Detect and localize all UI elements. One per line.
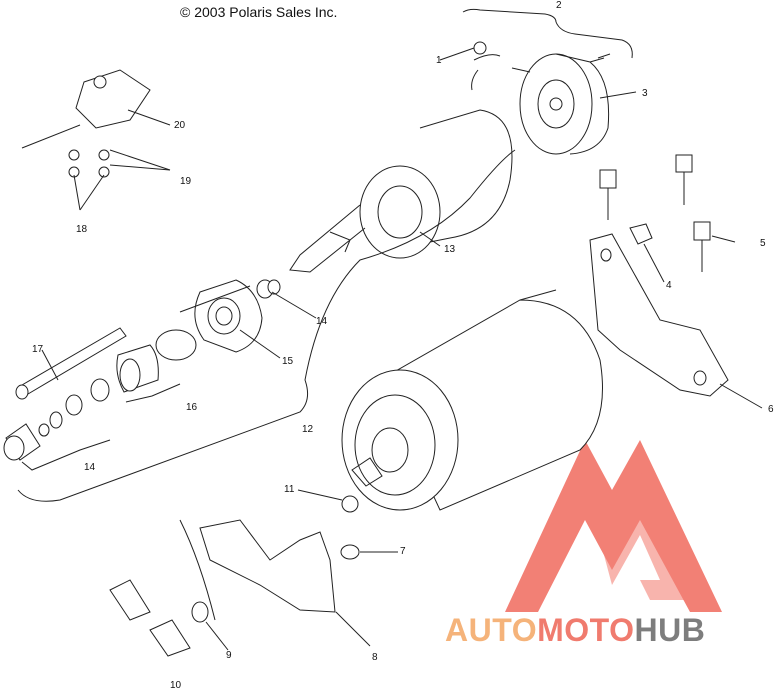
callout-20: 20 — [174, 120, 186, 131]
callout-7: 7 — [400, 546, 406, 557]
callout-1: 1 — [436, 55, 442, 66]
callout-14b: 14 — [84, 462, 96, 473]
part-spring-sleeve — [3, 378, 110, 461]
callout-18: 18 — [76, 224, 88, 235]
callout-14a: 14 — [316, 316, 328, 327]
part-end-cap — [462, 8, 633, 155]
callout-4: 4 — [666, 280, 672, 291]
leader-lines — [17, 47, 763, 651]
callout-5: 5 — [760, 238, 766, 249]
part-bolts — [599, 154, 711, 272]
part-starter-motor — [341, 289, 603, 511]
part-washers — [256, 279, 281, 299]
part-armature — [289, 109, 513, 273]
callout-10: 10 — [170, 680, 182, 690]
callout-labels: 1 2 3 4 5 6 7 8 8 9 10 11 12 13 14 14 15… — [32, 0, 774, 690]
part-drive-gear — [116, 344, 159, 393]
callout-17: 17 — [32, 344, 44, 355]
watermark-text: AUTOMOTOHUB — [445, 612, 705, 649]
callout-6: 6 — [768, 404, 774, 415]
watermark-part1: AUTO — [445, 612, 538, 648]
callout-15: 15 — [282, 356, 294, 367]
watermark-part2: MOTO — [537, 612, 635, 648]
callout-3: 3 — [642, 88, 648, 99]
part-relay — [21, 69, 151, 178]
watermark-part3: HUB — [634, 612, 706, 648]
part-mount-bracket — [589, 233, 729, 397]
watermark-logo — [505, 440, 722, 612]
callout-11: 11 — [284, 484, 295, 495]
callout-2: 2 — [556, 0, 562, 11]
part-shaft-bolt — [15, 327, 127, 400]
part-lower-bracket — [109, 495, 360, 657]
callout-19: 19 — [180, 176, 192, 187]
callout-12: 12 — [302, 424, 314, 435]
callout-9: 9 — [226, 650, 232, 661]
callout-13: 13 — [444, 244, 456, 255]
part-drive-plate — [155, 279, 263, 361]
callout-8a: 8 — [372, 652, 378, 663]
copyright-text: © 2003 Polaris Sales Inc. — [180, 4, 338, 20]
callout-16: 16 — [186, 402, 198, 413]
